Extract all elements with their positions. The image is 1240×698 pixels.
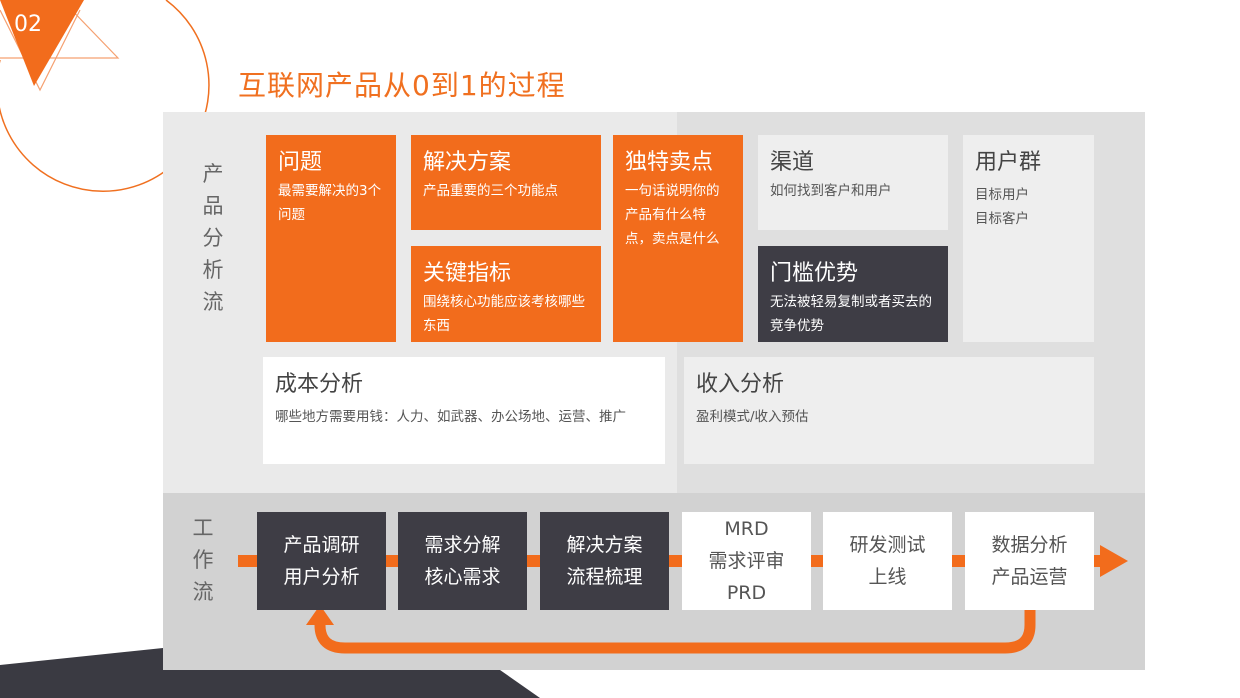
card-channels-body: 如何找到客户和用户 xyxy=(770,183,892,199)
work-step-line: 数据分析 xyxy=(991,534,1068,556)
work-flow-label-char: 作 xyxy=(192,548,214,572)
page-number: 02 xyxy=(14,12,42,37)
decorative-triangle-outline xyxy=(0,9,81,92)
card-key-metrics: 关键指标 围绕核心功能应该考核哪些东西 xyxy=(411,246,601,342)
decorative-dark-band xyxy=(0,648,163,698)
card-unfair-advantage-body: 无法被轻易复制或者买去的竞争优势 xyxy=(770,294,932,334)
product-flow-label: 产 品 分 析 流 xyxy=(198,158,228,318)
card-user-groups-line: 目标客户 xyxy=(975,211,1029,227)
card-cost-title: 成本分析 xyxy=(275,372,364,397)
work-flow-label: 工 作 流 xyxy=(188,512,218,608)
card-solution-title: 解决方案 xyxy=(423,150,512,175)
work-flow-label-char: 工 xyxy=(192,516,214,540)
work-step-5: 研发测试 上线 xyxy=(823,512,952,610)
work-step-line: 核心需求 xyxy=(424,566,501,588)
card-user-groups-line: 目标用户 xyxy=(975,187,1029,203)
card-unfair-advantage: 门槛优势 无法被轻易复制或者买去的竞争优势 xyxy=(758,246,948,342)
card-usp: 独特卖点 一句话说明你的产品有什么特点，卖点是什么 xyxy=(613,135,743,342)
card-channels-title: 渠道 xyxy=(770,150,815,175)
work-step-line: PRD xyxy=(726,582,767,604)
loop-arrow-line xyxy=(314,610,1036,654)
card-key-metrics-title: 关键指标 xyxy=(423,261,512,286)
card-unfair-advantage-title: 门槛优势 xyxy=(770,261,859,286)
card-user-groups-title: 用户群 xyxy=(975,150,1042,175)
card-revenue-body: 盈利模式/收入预估 xyxy=(696,409,809,425)
work-step-line: 用户分析 xyxy=(283,566,360,588)
work-step-3: 解决方案 流程梳理 xyxy=(540,512,669,610)
card-key-metrics-body: 围绕核心功能应该考核哪些东西 xyxy=(423,294,585,334)
decorative-arc xyxy=(0,0,210,192)
work-step-1: 产品调研 用户分析 xyxy=(257,512,386,610)
card-revenue-title: 收入分析 xyxy=(696,372,785,397)
decorative-orange-triangle xyxy=(0,0,84,86)
card-revenue-analysis: 收入分析 盈利模式/收入预估 xyxy=(684,357,1094,464)
product-flow-label-char: 品 xyxy=(202,194,224,218)
work-step-line: 解决方案 xyxy=(566,534,643,556)
product-flow-label-char: 析 xyxy=(202,258,224,282)
card-cost-analysis: 成本分析 哪些地方需要用钱：人力、如武器、办公场地、运营、推广 xyxy=(263,357,665,464)
work-step-line: MRD xyxy=(724,518,769,540)
loop-arrow-head-icon xyxy=(306,605,334,625)
card-problem: 问题 最需要解决的3个问题 xyxy=(266,135,396,342)
product-flow-label-char: 分 xyxy=(202,226,224,250)
product-flow-label-char: 产 xyxy=(202,162,224,186)
product-flow-label-char: 流 xyxy=(202,290,224,314)
card-user-groups: 用户群 目标用户 目标客户 xyxy=(963,135,1094,342)
card-channels: 渠道 如何找到客户和用户 xyxy=(758,135,948,230)
card-solution: 解决方案 产品重要的三个功能点 xyxy=(411,135,601,230)
work-step-line: 研发测试 xyxy=(849,534,926,556)
card-problem-title: 问题 xyxy=(278,150,323,175)
card-problem-body: 最需要解决的3个问题 xyxy=(278,183,382,223)
card-solution-body: 产品重要的三个功能点 xyxy=(423,183,558,199)
work-step-line: 需求分解 xyxy=(424,534,501,556)
flow-arrow-head-icon xyxy=(1100,545,1128,577)
page-title: 互联网产品从0到1的过程 xyxy=(238,69,566,102)
work-step-line: 流程梳理 xyxy=(566,566,643,588)
work-step-line: 产品运营 xyxy=(991,566,1068,588)
card-usp-body: 一句话说明你的产品有什么特点，卖点是什么 xyxy=(625,183,720,247)
decorative-dark-band-2 xyxy=(163,670,540,698)
card-usp-title: 独特卖点 xyxy=(625,150,714,175)
work-step-4: MRD 需求评审 PRD xyxy=(682,512,811,610)
work-step-2: 需求分解 核心需求 xyxy=(398,512,527,610)
card-cost-body: 哪些地方需要用钱：人力、如武器、办公场地、运营、推广 xyxy=(275,409,626,425)
work-step-line: 上线 xyxy=(868,566,907,588)
work-step-line: 产品调研 xyxy=(283,534,360,556)
work-flow-label-char: 流 xyxy=(192,580,214,604)
work-step-6: 数据分析 产品运营 xyxy=(965,512,1094,610)
work-step-line: 需求评审 xyxy=(708,550,785,572)
